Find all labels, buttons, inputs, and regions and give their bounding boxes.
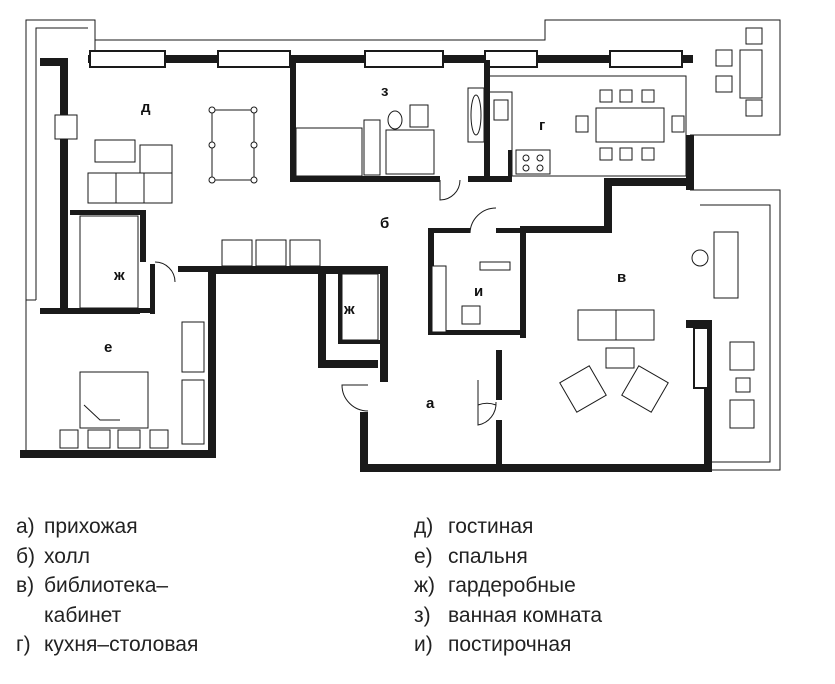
legend-item-b: б)холл (16, 544, 90, 568)
legend-item-e: е)спальня (414, 544, 528, 568)
label-room-b: б (380, 215, 389, 232)
label-room-e: е (104, 339, 112, 356)
legend-item-i: и)постирочная (414, 633, 572, 656)
legend-left: а)прихожая б)холл в)библиотека– кабинет … (16, 512, 198, 660)
interior-walls (70, 58, 526, 464)
door-swings (154, 179, 497, 426)
label-room-a: а (426, 395, 435, 412)
terrace-outline-left-inner (35, 27, 88, 300)
label-room-zh-right: ж (343, 301, 355, 318)
label-room-d: д (141, 99, 151, 116)
terrace-outline-left (25, 19, 96, 455)
legend-item-a: а)прихожая (16, 515, 138, 538)
kitchen-fixtures (490, 75, 687, 177)
legend-item-d: д)гостиная (414, 515, 534, 538)
top-wall (88, 50, 709, 389)
floor-plan: д з г б ж ж и в е а (20, 19, 781, 472)
legend-item-v-cont: кабинет (44, 603, 122, 627)
label-room-i: и (474, 283, 483, 300)
terrace-outline-right (690, 189, 781, 471)
library-furniture (559, 231, 739, 413)
wardrobe-units (79, 119, 447, 445)
label-room-z: з (381, 83, 388, 100)
legend-item-g: г)кухня–столовая (16, 633, 199, 656)
label-room-g: г (539, 117, 545, 134)
terrace-furniture (715, 27, 763, 429)
legend-item-v: в)библиотека– (16, 574, 169, 597)
label-room-v: в (617, 269, 626, 286)
label-room-zh-left: ж (113, 267, 125, 284)
living-room-furniture (54, 106, 321, 267)
bathroom-fixtures (295, 87, 485, 177)
terrace-outline-top (95, 19, 781, 136)
legend-item-zh: ж)гардеробные (414, 574, 576, 597)
laundry-fixtures (461, 261, 511, 325)
bedroom-furniture (59, 371, 169, 449)
terrace-outline-right-inner (700, 204, 771, 463)
legend-item-z: з)ванная комната (414, 603, 603, 627)
legend-right: д)гостиная е)спальня ж)гардеробные з)ван… (414, 512, 602, 660)
